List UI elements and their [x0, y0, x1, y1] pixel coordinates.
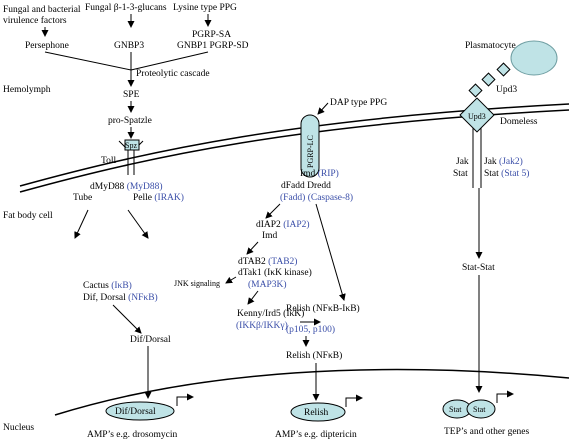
label-dtab2: dTAB2 (TAB2)	[238, 256, 297, 267]
arrow-to-dtab2	[246, 241, 259, 255]
label-domeless: Domeless	[500, 117, 538, 127]
label-nuclear-stat-1: Stat	[449, 405, 462, 414]
stat-nuclear-box-2	[466, 399, 496, 419]
label-virulence-factors: virulence factors	[3, 15, 67, 26]
label-ikk: (IKKβ/IKKγ)	[236, 320, 288, 331]
label-pgrp-sa: PGRP-SA	[192, 30, 231, 40]
label-tube: Tube	[73, 193, 92, 203]
arrow-dap-to-pgrp	[317, 102, 329, 115]
label-stat-left: Stat	[453, 169, 468, 179]
label-jnk-signaling: JNK signaling	[174, 279, 220, 288]
arrow-to-diap2	[265, 203, 281, 219]
upd3-particle-1	[496, 62, 511, 77]
label-amp-diptericin: AMP’s e.g. diptericin	[275, 430, 357, 440]
label-imd-2: Imd	[262, 231, 278, 241]
plasmatocyte-cell	[510, 40, 558, 76]
arrow-to-jnk	[225, 276, 237, 284]
label-amp-drosomycin: AMP’s e.g. drosomycin	[87, 430, 178, 440]
label-jak-right: Jak (Jak2)	[484, 156, 523, 167]
label-fungal-bacterial: Fungal and bacterial	[3, 5, 81, 15]
label-upd3-bound: Upd3	[468, 112, 486, 121]
label-dap-ppg: DAP type PPG	[330, 98, 387, 108]
label-dmyd88: dMyD88 (MyD88)	[90, 181, 163, 192]
label-dif-dorsal-2: Dif/Dorsal	[130, 334, 171, 345]
label-pgrp-lc: PGRP-LC	[306, 135, 315, 168]
arrow-to-relish	[315, 203, 346, 301]
label-p105: (p105, p100)	[286, 324, 335, 335]
label-pro-spatzle: pro-Spatzle	[108, 116, 152, 126]
label-upd3: Upd3	[496, 85, 517, 95]
label-stat-stat: Stat-Stat	[462, 263, 495, 273]
label-kenny: Kenny/Ird5 (IκK)	[237, 308, 304, 319]
pgrp-lc-receptor	[300, 114, 320, 178]
label-hemolymph: Hemolymph	[3, 85, 51, 95]
label-nucleus: Nucleus	[3, 423, 34, 433]
label-spz: Spz	[125, 141, 137, 150]
relish-nuclear-box	[290, 402, 346, 422]
arrow-to-dif-dorsal	[112, 304, 142, 334]
label-persephone: Persephone	[25, 41, 69, 51]
gene-arrow-jak	[496, 390, 514, 403]
label-fungal-glucans: Fungal β-1-3-glucans	[85, 3, 167, 13]
spz-box	[124, 139, 140, 151]
label-tep-genes: TEP’s and other genes	[444, 427, 530, 437]
label-map3k: (MAP3K)	[248, 279, 287, 290]
label-nuclear-relish: Relish	[304, 408, 329, 418]
converge-lines	[44, 51, 209, 71]
label-pelle: Pelle (IRAK)	[133, 192, 184, 203]
gene-arrow-toll	[176, 393, 194, 406]
label-imd: Imd (RIP)	[300, 168, 339, 179]
label-dfadd-dredd: dFadd Dredd	[281, 181, 331, 191]
label-plasmatocyte: Plasmatocyte	[465, 41, 516, 51]
label-nuclear-stat-2: Stat	[473, 405, 486, 414]
upd3-particle-3	[468, 83, 483, 98]
label-nuclear-dif-dorsal: Dif/Dorsal	[115, 406, 156, 417]
label-diap2: dIAP2 (IAP2)	[256, 219, 310, 230]
arrow-pelle-to-cactus-right	[127, 209, 149, 239]
nuclear-membrane	[54, 368, 569, 416]
label-proteolytic-cascade: Proteolytic cascade	[136, 69, 210, 79]
label-cactus: Cactus (IκB)	[83, 280, 132, 291]
gene-arrow-imd	[345, 394, 363, 407]
label-jak-left: Jak	[456, 157, 469, 167]
label-gnbp3: GNBP3	[114, 41, 144, 51]
label-relish: Relish (NFκB-IκB)	[286, 303, 360, 314]
label-lysine-ppg: Lysine type PPG	[173, 3, 237, 13]
label-fadd-caspase: (Fadd) (Caspase-8)	[280, 192, 353, 203]
label-stat-right: Stat (Stat 5)	[484, 168, 529, 179]
label-dtak1: dTak1 (IκK kinase)	[238, 267, 312, 278]
arrow-pelle-to-cactus-left	[74, 209, 89, 239]
upd3-bound-box	[459, 97, 495, 133]
dif-dorsal-nuclear-box	[105, 401, 175, 421]
label-relish-2: Relish (NFκB)	[286, 350, 342, 361]
arrow-to-kenny	[247, 290, 259, 305]
label-dif-dorsal: Dif, Dorsal (NFκB)	[83, 292, 158, 303]
upd3-particle-2	[481, 72, 496, 87]
label-toll: Toll	[101, 156, 117, 166]
label-fat-body-cell: Fat body cell	[3, 211, 53, 221]
label-gnbp1-pgrp-sd: GNBP1 PGRP-SD	[177, 41, 249, 51]
label-spe: SPE	[123, 90, 140, 100]
